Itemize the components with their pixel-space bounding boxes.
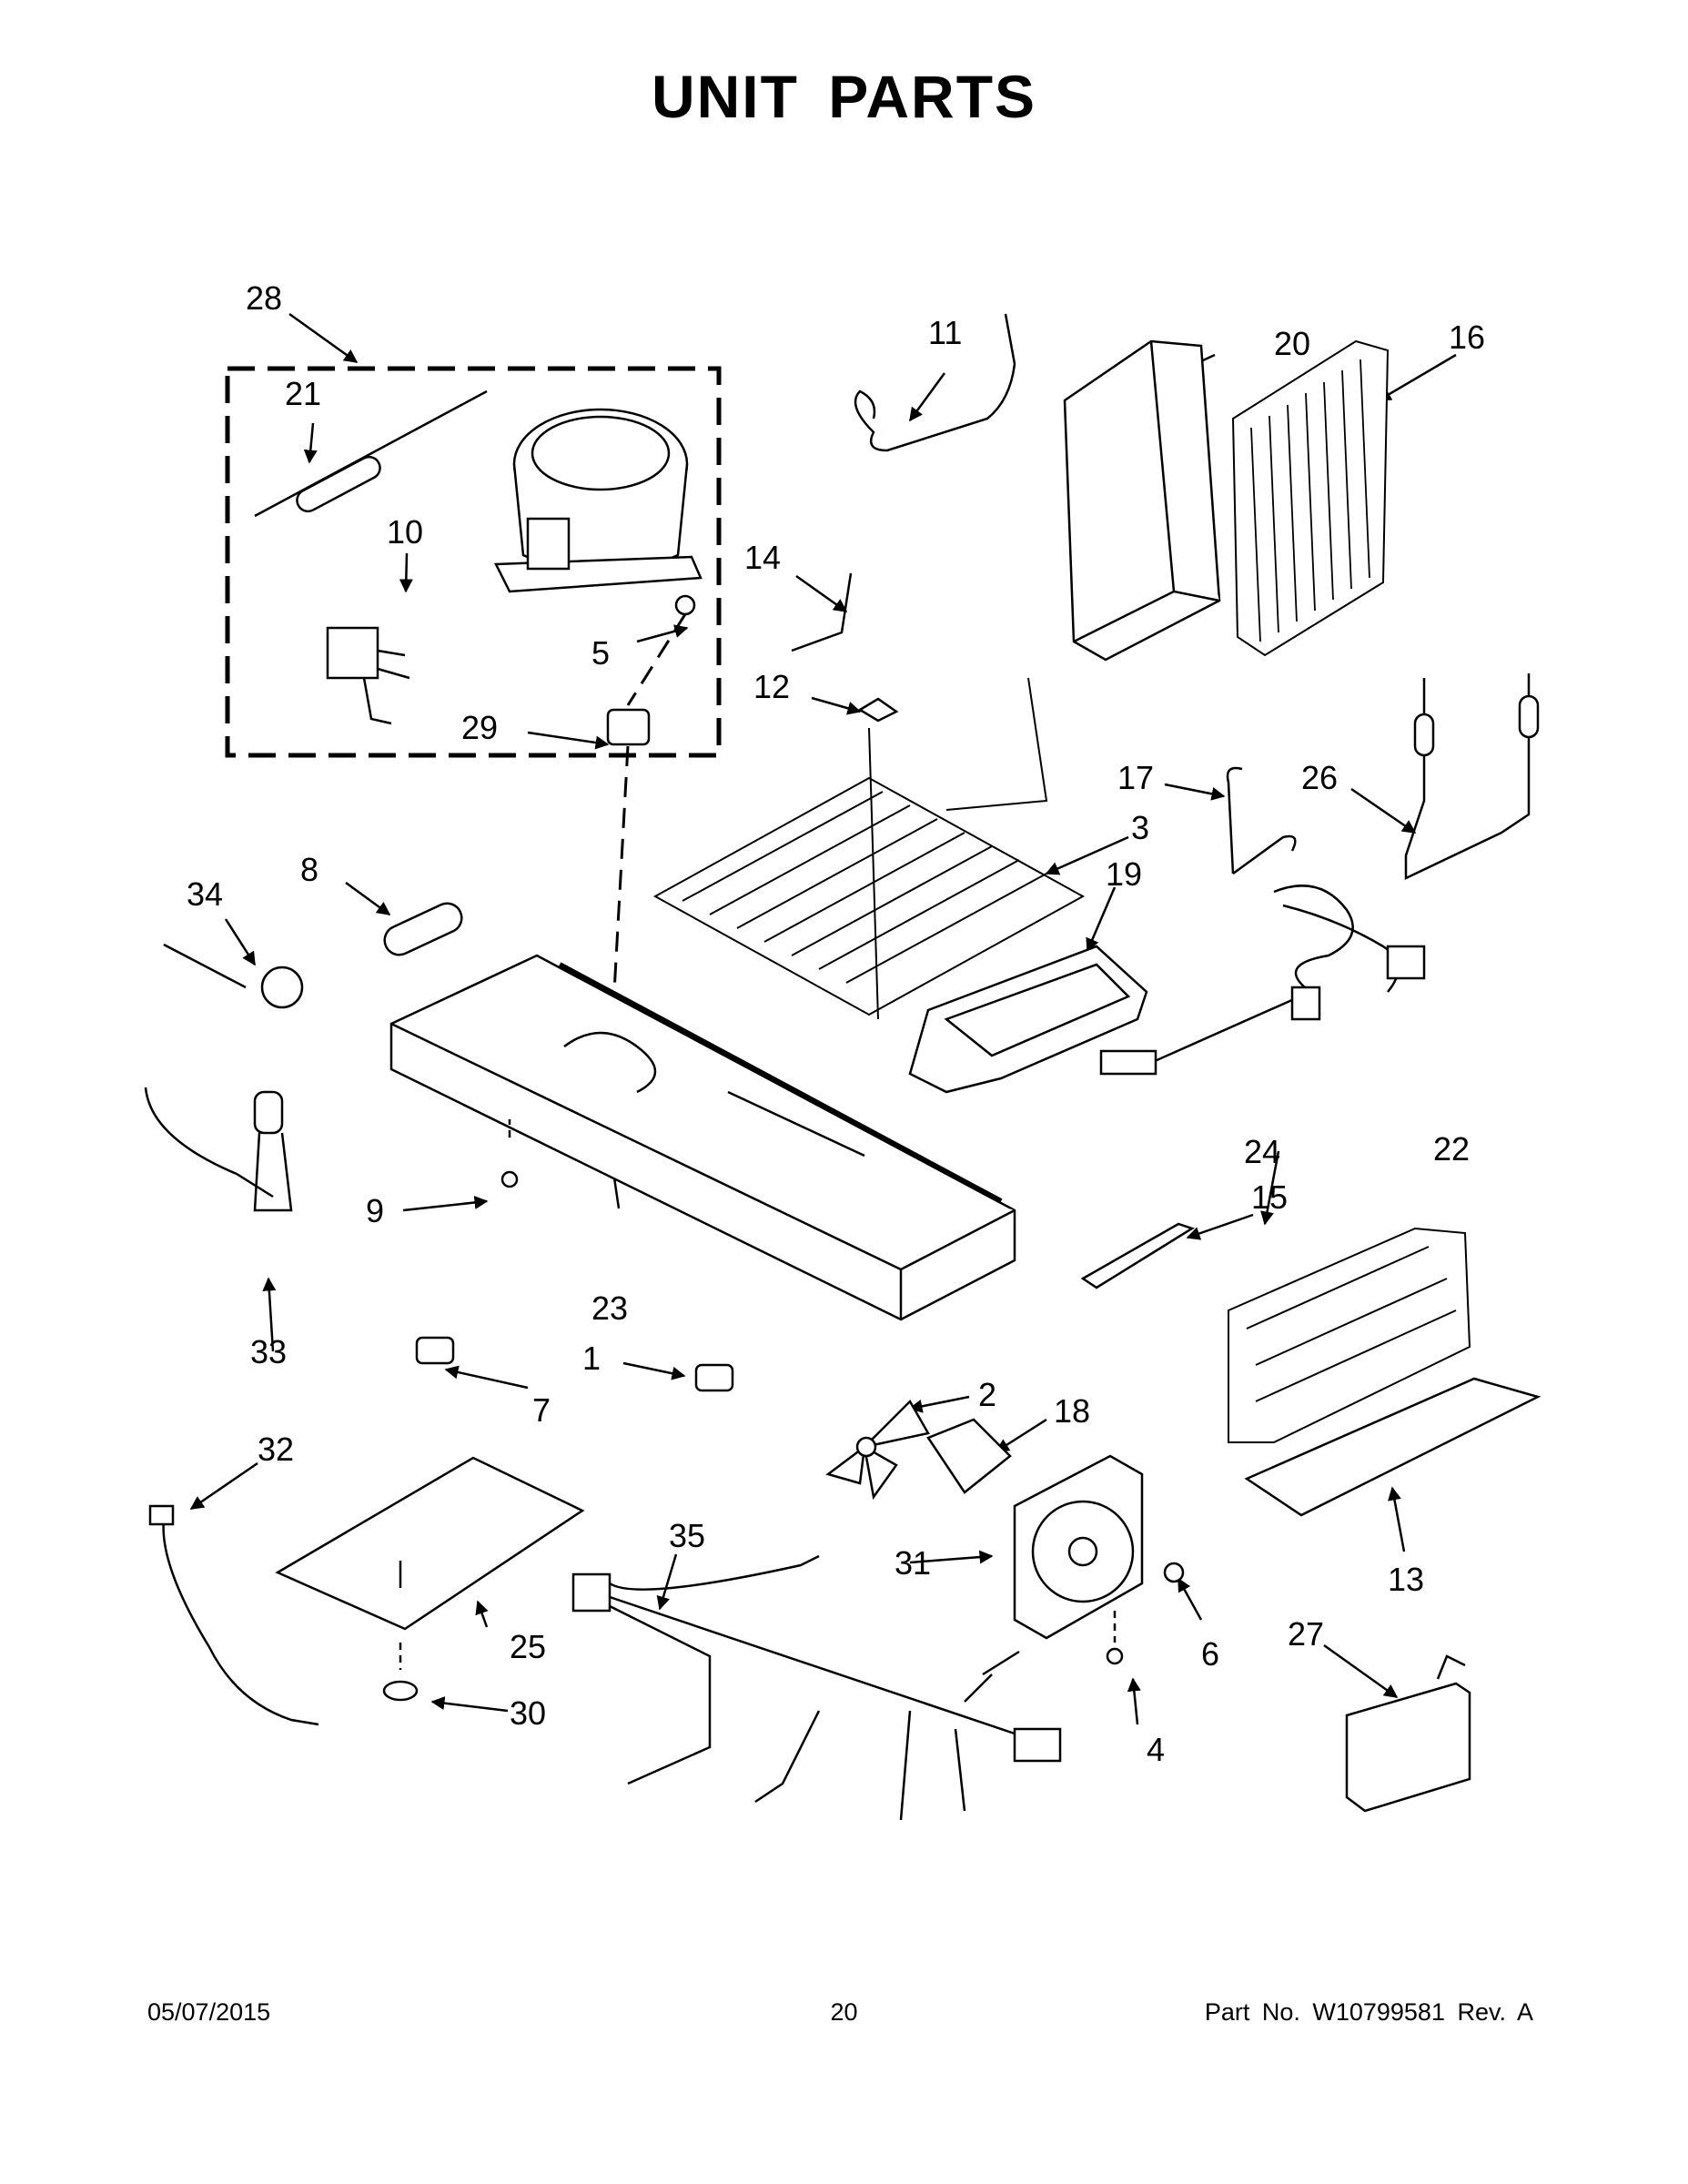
fan-motor-18 (926, 1418, 1012, 1494)
screw-6 (1163, 1562, 1185, 1583)
callout-21: 21 (285, 375, 321, 412)
callout-30: 30 (510, 1694, 546, 1732)
leader-arrows (189, 312, 1457, 1725)
callout-16: 16 (1449, 318, 1485, 356)
callout-10: 10 (387, 513, 423, 551)
callout-5: 5 (591, 634, 610, 672)
callout-23: 23 (591, 1289, 628, 1327)
tubing-26 (1404, 673, 1540, 880)
footer-page-number: 20 (830, 1998, 858, 2026)
compressor-group (225, 366, 722, 1075)
ferrule-7 (415, 1336, 455, 1365)
sensor-33 (144, 1087, 293, 1212)
switch-34 (163, 943, 304, 1009)
callout-14: 14 (744, 539, 781, 576)
callout-31: 31 (895, 1544, 931, 1582)
grommet-29 (606, 708, 651, 746)
wire-harness-24 (1099, 885, 1426, 1076)
callout-25: 25 (510, 1628, 546, 1665)
drain-trough-13 (1244, 1377, 1541, 1517)
callout-26: 26 (1301, 759, 1338, 796)
cap-tube-8 (383, 902, 463, 956)
ferrules (415, 1336, 734, 1392)
callout-1: 1 (582, 1340, 601, 1377)
clip-12 (857, 697, 899, 723)
evaporator-22 (1228, 1227, 1471, 1443)
callout-18: 18 (1054, 1392, 1090, 1430)
callout-4: 4 (1147, 1731, 1165, 1768)
base-plate-23 (389, 954, 1016, 1321)
callout-29: 29 (461, 709, 498, 746)
compressor-body (494, 408, 702, 593)
callout-35: 35 (669, 1517, 705, 1554)
callout-7: 7 (532, 1391, 551, 1429)
start-relay-10 (326, 626, 410, 725)
page-title: UNIT PARTS (651, 63, 1037, 130)
callout-3: 3 (1131, 809, 1149, 846)
callout-13: 13 (1388, 1561, 1424, 1598)
tubing-32 (148, 1504, 319, 1726)
tube-17 (1226, 766, 1297, 875)
callout-20: 20 (1274, 325, 1310, 362)
callout-17: 17 (1117, 759, 1154, 796)
callout-11: 11 (928, 314, 962, 351)
callout-6: 6 (1201, 1635, 1219, 1673)
filter-drier-21 (254, 389, 488, 518)
fan-blade-2 (825, 1399, 930, 1501)
callout-12: 12 (753, 668, 790, 705)
ferrule-1 (694, 1363, 734, 1392)
clip-30 (382, 1680, 419, 1702)
callout-32: 32 (258, 1431, 294, 1468)
tubing-11 (854, 313, 1016, 452)
evaporator-16 (1231, 339, 1390, 657)
hose-15 (1080, 1222, 1195, 1289)
drain-pan-19 (908, 945, 1148, 1094)
callout-27: 27 (1288, 1615, 1324, 1653)
control-box-27 (1345, 1654, 1471, 1813)
callout-28: 28 (246, 279, 282, 317)
condenser-shroud-20 (1063, 339, 1221, 662)
footer-part-number: Part No. W10799581 Rev. A (1204, 1998, 1533, 2026)
callout-22: 22 (1433, 1130, 1470, 1168)
dashed-group-box (225, 366, 722, 758)
callout-9: 9 (366, 1192, 384, 1229)
callout-24: 24 (1244, 1133, 1280, 1170)
screw-4 (1106, 1611, 1124, 1665)
callout-33: 33 (250, 1333, 287, 1370)
wire-harness-35 (571, 1554, 1062, 1821)
callout-15: 15 (1251, 1178, 1288, 1216)
callout-numbers: 28 21 10 5 29 11 20 16 14 12 17 26 3 19 … (187, 279, 1485, 1768)
callout-2: 2 (978, 1376, 996, 1413)
fan-shroud-31 (1013, 1454, 1144, 1640)
tube-14 (791, 572, 853, 652)
callout-34: 34 (187, 875, 223, 913)
grommet-5 (674, 594, 696, 616)
callout-19: 19 (1106, 855, 1142, 893)
footer-date: 05/07/2015 (147, 1998, 271, 2026)
insulation-25 (275, 1456, 585, 1670)
screw-9 (500, 1119, 519, 1188)
condenser-coil-3 (652, 677, 1086, 1020)
callout-8: 8 (300, 851, 318, 888)
